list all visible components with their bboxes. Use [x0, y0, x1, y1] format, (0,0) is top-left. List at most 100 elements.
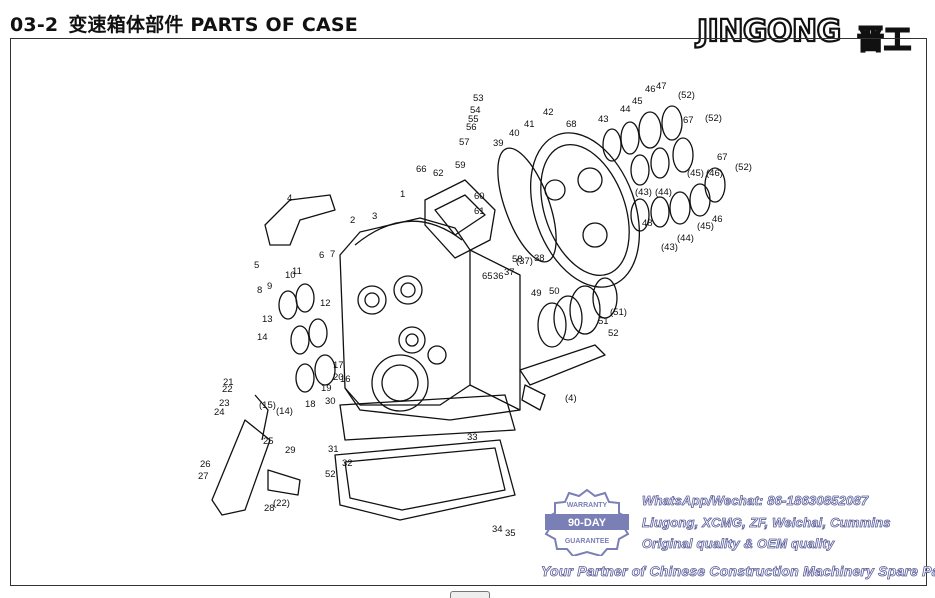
part-callout: (44) — [677, 233, 694, 244]
part-callout: 51 — [598, 316, 609, 327]
part-callout: (52) — [678, 90, 695, 101]
part-callout: (52) — [705, 113, 722, 124]
part-callout: (51) — [610, 307, 627, 318]
part-callout: 37 — [504, 267, 515, 278]
part-callout: 53 — [473, 93, 484, 104]
part-callout: 40 — [509, 128, 520, 139]
part-callout: 25 — [263, 436, 274, 447]
part-callout: 66 — [416, 164, 427, 175]
bore-large — [371, 354, 429, 412]
housing-arch — [354, 220, 463, 246]
part-callout: (45) — [697, 221, 714, 232]
part-callout: 58 — [512, 254, 523, 265]
housing-body — [339, 217, 471, 406]
part-callout: 45 — [632, 96, 643, 107]
part-callout: 62 — [433, 168, 444, 179]
part-callout: 52 — [608, 328, 619, 339]
part-callout: (4) — [565, 393, 577, 404]
brand-logo-text: JINGONG — [696, 13, 842, 50]
rear-cover — [529, 132, 641, 288]
part-callout: (45) — [687, 168, 704, 179]
part-callout: 27 — [198, 471, 209, 482]
brand-logo: JINGONG 晋工 — [696, 13, 915, 57]
part-callout: 3 — [372, 211, 377, 222]
part-callout: 35 — [505, 528, 516, 539]
part-callout: 1 — [400, 189, 405, 200]
flange-pack-lower-right — [537, 277, 618, 348]
part-callout: 2 — [350, 215, 355, 226]
part-callout: 48 — [642, 218, 653, 229]
part-callout: 31 — [328, 444, 339, 455]
part-callout: 39 — [493, 138, 504, 149]
part-callout: 29 — [285, 445, 296, 456]
bracket-4-left — [264, 194, 336, 246]
part-callout: 41 — [524, 119, 535, 130]
horizontal-scrollbar-thumb[interactable] — [450, 591, 490, 598]
part-callout: 43 — [598, 114, 609, 125]
part-callout: 38 — [534, 253, 545, 264]
part-callout: 9 — [267, 281, 272, 292]
part-callout: 7 — [330, 249, 335, 260]
part-callout: 28 — [264, 503, 275, 514]
watermark-brands: Liugong, XCMG, ZF, Weichai, Cummins — [642, 515, 891, 531]
seal-bottom: GUARANTEE — [565, 538, 610, 545]
part-callout: 67 — [717, 152, 728, 163]
part-callout: 16 — [340, 374, 351, 385]
part-callout: 14 — [257, 332, 268, 343]
part-callout: 24 — [214, 407, 225, 418]
bracket-4-right — [519, 344, 606, 386]
part-callout: 8 — [257, 285, 262, 296]
part-callout: (14) — [276, 406, 293, 417]
diagram-frame — [10, 38, 927, 586]
top-cover — [424, 179, 496, 259]
part-callout: (46) — [706, 168, 723, 179]
part-callout: 26 — [200, 459, 211, 470]
part-callout: 18 — [305, 399, 316, 410]
housing-side — [469, 249, 521, 411]
pan-gasket — [339, 394, 516, 441]
part-callout: 19 — [321, 383, 332, 394]
part-callout: (37) — [516, 256, 533, 267]
part-callout: 46 — [645, 84, 656, 95]
bore-4 — [427, 345, 447, 365]
part-callout: 67 — [683, 115, 694, 126]
part-callout: 5 — [254, 260, 259, 271]
part-callout: 57 — [459, 137, 470, 148]
part-callout: 60 — [474, 191, 485, 202]
part-callout: (43) — [635, 187, 652, 198]
part-callout: 30 — [325, 396, 336, 407]
part-callout: 33 — [467, 432, 478, 443]
part-callout: (43) — [661, 242, 678, 253]
part-callout: 55 — [468, 114, 479, 125]
part-callout: 4 — [287, 193, 292, 204]
part-callout: 65 — [482, 271, 493, 282]
part-callout: 20 — [333, 372, 344, 383]
left-bearings — [278, 283, 336, 393]
watermark-contact: WhatsApp/Wechat: 86-18630852087 — [642, 493, 869, 509]
seal-top: WARRANTY — [567, 502, 608, 509]
bore-3 — [398, 326, 426, 354]
part-callout: 21 — [223, 377, 234, 388]
part-callout: 12 — [320, 298, 331, 309]
part-callout: 56 — [466, 122, 477, 133]
housing-base — [344, 387, 521, 421]
part-callout: 6 — [319, 250, 324, 261]
bore-1 — [357, 285, 387, 315]
watermark-tagline: Your Partner of Chinese Construction Mac… — [541, 563, 935, 580]
part-callout: 11 — [292, 266, 302, 277]
part-callout: 61 — [474, 206, 485, 217]
part-callout: 34 — [492, 524, 503, 535]
part-callout: 13 — [262, 314, 273, 325]
bearing-stack-upper — [602, 105, 683, 162]
part-callout: 54 — [470, 105, 481, 116]
bore-2 — [393, 275, 423, 305]
part-callout: 36 — [493, 271, 504, 282]
part-callout: 68 — [566, 119, 577, 130]
part-callout: 52 — [325, 469, 336, 480]
watermark-quality: Original quality & OEM quality — [642, 536, 835, 552]
part-callout: 47 — [656, 81, 667, 92]
oil-pan — [334, 439, 516, 521]
part-callout: (52) — [735, 162, 752, 173]
